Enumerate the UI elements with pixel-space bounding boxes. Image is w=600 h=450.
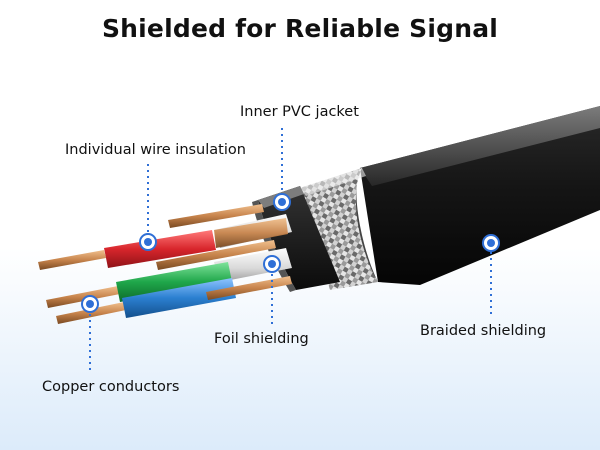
marker-foil-shielding [263, 255, 281, 273]
marker-dots [81, 193, 500, 313]
marker-individual-wire-insulation [139, 233, 157, 251]
wire-lower [206, 276, 292, 300]
braided-shield [300, 168, 378, 290]
diagram-title: Shielded for Reliable Signal [101, 14, 499, 43]
label-inner-pvc-jacket: Inner PVC jacket [240, 104, 359, 120]
wire-mid [156, 240, 276, 270]
label-foil-shielding: Foil shielding [214, 331, 309, 347]
marker-braided-shielding [482, 234, 500, 252]
wire-green [46, 262, 232, 308]
label-braided-shielding: Braided shielding [420, 323, 547, 339]
wire-blue [56, 278, 236, 324]
label-copper-conductors: Copper conductors [42, 379, 180, 395]
marker-copper-conductors [81, 295, 99, 313]
outer-jacket [351, 106, 600, 285]
wire-red [38, 218, 288, 270]
leader-lines [89, 128, 492, 372]
wire-upper [168, 204, 264, 228]
marker-inner-pvc-jacket [273, 193, 291, 211]
label-individual-wire-insulation: Individual wire insulation [65, 142, 246, 158]
